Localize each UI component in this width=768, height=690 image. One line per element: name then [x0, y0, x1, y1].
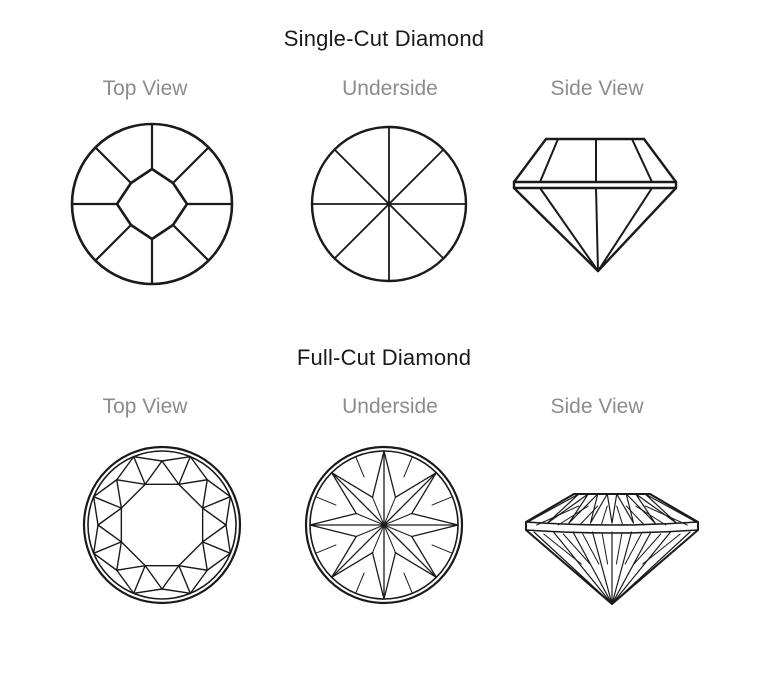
full-cut-underside-diagram — [304, 445, 464, 605]
single-cut-side-view-label: Side View — [550, 77, 644, 100]
full-cut-top-view-diagram — [82, 445, 242, 605]
full-cut-title: Full-Cut Diamond — [296, 345, 472, 370]
single-cut-top-view-diagram — [70, 122, 234, 286]
single-cut-underside-diagram — [310, 125, 468, 283]
full-cut-top-view-label: Top View — [102, 395, 188, 418]
single-cut-underside-label: Underside — [342, 77, 438, 100]
full-cut-side-view-label: Side View — [550, 395, 644, 418]
single-cut-title: Single-Cut Diamond — [283, 26, 485, 51]
single-cut-side-view-diagram — [512, 137, 678, 273]
full-cut-underside-label: Underside — [342, 395, 438, 418]
full-cut-side-view-diagram — [525, 493, 699, 605]
single-cut-top-view-label: Top View — [102, 77, 188, 100]
